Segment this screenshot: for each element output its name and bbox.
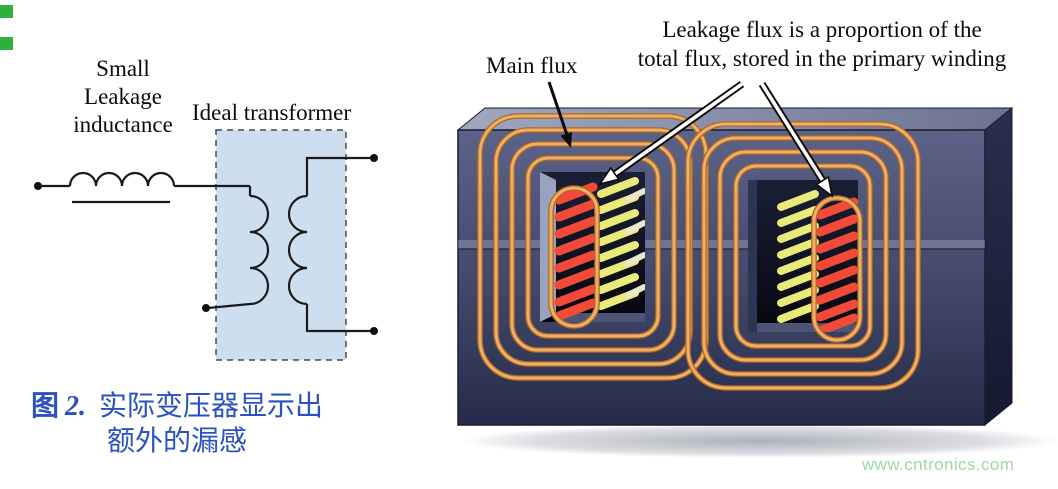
watermark-text: www.cntronics.com: [862, 455, 1015, 474]
leakage-flux-arrows: [598, 80, 834, 198]
terminal-dot: [370, 154, 378, 162]
leakage-inductor-label: Small Leakage inductance: [73, 56, 173, 137]
primary-coil: [249, 194, 270, 306]
leakage-inductor-symbol: [34, 171, 250, 204]
ideal-transformer-box: [215, 129, 347, 361]
transformer-3d: [456, 106, 1058, 458]
caption-fig-number: 2.: [65, 391, 86, 422]
main-flux-label: Main flux: [486, 53, 578, 78]
leakage-flux-label: Leakage flux is a proportion of the tota…: [612, 15, 1032, 73]
terminal-dot: [370, 327, 378, 335]
leakage-flux-label-line1: Leakage flux is a proportion of the: [662, 17, 982, 42]
caption-text-1: 实际变压器显示出: [99, 391, 324, 422]
green-marker-bottom: [0, 37, 13, 50]
right-window: [748, 180, 858, 332]
green-marker-top: [0, 5, 13, 18]
ideal-transformer-label: Ideal transformer: [192, 100, 352, 125]
main-flux-arrow: [547, 81, 572, 148]
caption-fig-label: 图: [30, 391, 59, 422]
secondary-coil: [287, 194, 308, 306]
core-right-face: [984, 106, 1013, 427]
caption-line2: 额外的漏感: [106, 426, 247, 457]
leakage-flux-loop-left: [548, 185, 600, 329]
core-shadow: [460, 424, 1058, 458]
terminal-dot: [202, 304, 210, 312]
leakage-flux-label-line2: total flux, stored in the primary windin…: [637, 46, 1007, 71]
terminal-dot: [34, 182, 42, 190]
leakage-flux-loop-right: [811, 195, 863, 343]
ideal-transformer-symbol: [202, 154, 378, 335]
circuit-schematic: [34, 129, 378, 361]
